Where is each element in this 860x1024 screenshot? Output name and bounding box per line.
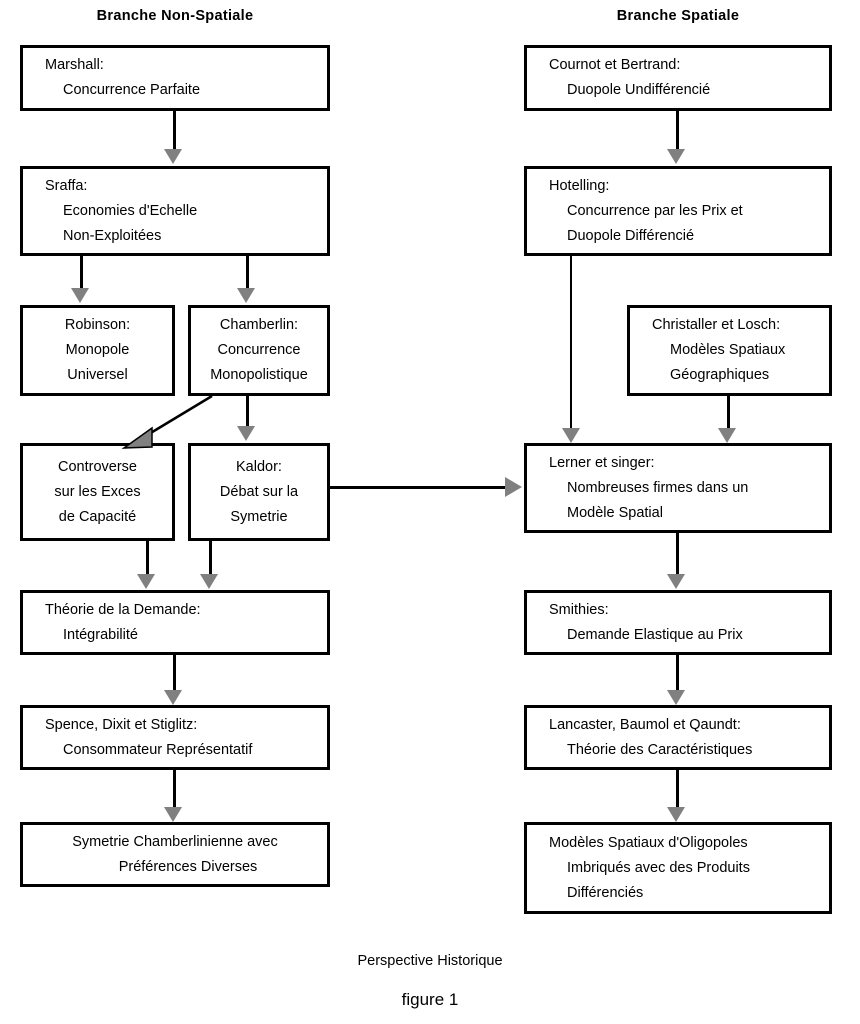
- node-modeles-spatiaux-line1: Modèles Spatiaux d'Oligopoles: [549, 834, 748, 851]
- node-kaldor[interactable]: Kaldor: Débat sur la Symetrie: [188, 443, 330, 541]
- node-controverse-line2: sur les Exces: [54, 483, 141, 500]
- arrow-hotelling-to-lerner: [562, 428, 580, 443]
- caption-figure-number: figure 1: [401, 990, 459, 1009]
- arrow-theorie-to-spence: [164, 690, 182, 705]
- arrow-kaldor-to-lerner: [505, 477, 522, 497]
- node-controverse-line1: Controverse: [58, 458, 137, 475]
- connector-lancaster-to-modeles-line: [676, 770, 679, 807]
- arrow-lerner-to-smithies: [667, 574, 685, 589]
- connector-christaller-to-lerner-line: [727, 396, 730, 428]
- node-modeles-spatiaux-oligopoles[interactable]: Modèles Spatiaux d'Oligopoles Imbriqués …: [524, 822, 832, 914]
- arrow-lancaster-to-modeles: [667, 807, 685, 822]
- node-hotelling-line2: Concurrence par les Prix et: [567, 202, 743, 219]
- connector-kaldor-to-lerner-line: [330, 486, 508, 489]
- node-lancaster-baumol-qaundt[interactable]: Lancaster, Baumol et Qaundt: Théorie des…: [524, 705, 832, 770]
- node-christaller-losch[interactable]: Christaller et Losch: Modèles Spatiaux G…: [627, 305, 832, 396]
- connector-sraffa-to-robinson-line: [80, 256, 83, 288]
- node-hotelling-line3: Duopole Différencié: [567, 227, 695, 244]
- node-robinson-line1: Robinson:: [64, 317, 131, 333]
- node-hotelling[interactable]: Hotelling: Concurrence par les Prix et D…: [524, 166, 832, 256]
- node-chamberlin-line2: Concurrence: [217, 342, 301, 358]
- node-controverse-line3: de Capacité: [58, 508, 137, 525]
- node-marshall-line1: Marshall:: [45, 57, 104, 73]
- connector-kaldor-to-theorie-line: [209, 541, 212, 574]
- arrow-chamberlin-to-kaldor: [237, 426, 255, 441]
- node-smithies-line2: Demande Elastique au Prix: [567, 626, 743, 643]
- node-lerner-line3: Modèle Spatial: [567, 504, 663, 521]
- node-christaller-line1: Christaller et Losch:: [652, 317, 781, 333]
- branch-title-spatiale: Branche Spatiale: [616, 8, 740, 24]
- arrow-smithies-to-lancaster: [667, 690, 685, 705]
- arrow-kaldor-to-theorie: [200, 574, 218, 589]
- node-smithies[interactable]: Smithies: Demande Elastique au Prix: [524, 590, 832, 655]
- node-controverse[interactable]: Controverse sur les Exces de Capacité: [20, 443, 175, 541]
- connector-theorie-to-spence-line: [173, 655, 176, 690]
- arrow-controverse-to-theorie: [137, 574, 155, 589]
- node-symetrie-chamberlinienne[interactable]: Symetrie Chamberlinienne avec Préférence…: [20, 822, 330, 887]
- node-robinson[interactable]: Robinson: Monopole Universel: [20, 305, 175, 396]
- node-theorie-demande[interactable]: Théorie de la Demande: Intégrabilité: [20, 590, 330, 655]
- connector-smithies-to-lancaster-line: [676, 655, 679, 690]
- node-lerner-line1: Lerner et singer:: [549, 454, 655, 471]
- node-lerner-line2: Nombreuses firmes dans un: [567, 479, 749, 496]
- arrow-sraffa-to-chamberlin: [237, 288, 255, 303]
- node-marshall[interactable]: Marshall: Concurrence Parfaite: [20, 45, 330, 111]
- node-modeles-spatiaux-line3: Différenciés: [567, 884, 644, 901]
- node-cournot-line1: Cournot et Bertrand:: [549, 57, 681, 73]
- node-sraffa-line1: Sraffa:: [45, 177, 88, 194]
- node-chamberlin-line3: Monopolistique: [210, 367, 308, 383]
- node-robinson-line3: Universel: [67, 367, 128, 383]
- node-lancaster-line2: Théorie des Caractéristiques: [567, 741, 753, 758]
- node-chamberlin-line1: Chamberlin:: [219, 317, 299, 333]
- node-lancaster-line1: Lancaster, Baumol et Qaundt:: [549, 716, 741, 733]
- node-kaldor-line3: Symetrie: [230, 508, 288, 525]
- node-symetrie-chamberlinienne-line1: Symetrie Chamberlinienne avec: [72, 833, 278, 850]
- node-chamberlin[interactable]: Chamberlin: Concurrence Monopolistique: [188, 305, 330, 396]
- node-symetrie-chamberlinienne-line2: Préférences Diverses: [118, 858, 258, 875]
- connector-cournot-to-hotelling-line: [676, 111, 679, 149]
- node-christaller-line3: Géographiques: [670, 367, 770, 383]
- arrow-spence-to-symetrie: [164, 807, 182, 822]
- arrow-christaller-to-lerner: [718, 428, 736, 443]
- connector-hotelling-to-lerner-line: [570, 256, 572, 428]
- node-kaldor-line2: Débat sur la: [219, 483, 299, 500]
- node-modeles-spatiaux-line2: Imbriqués avec des Produits: [567, 859, 750, 876]
- node-spence-line1: Spence, Dixit et Stiglitz:: [45, 716, 198, 733]
- node-robinson-line2: Monopole: [65, 342, 130, 358]
- connector-marshall-to-sraffa-line: [173, 111, 176, 149]
- node-spence-line2: Consommateur Représentatif: [63, 741, 253, 758]
- node-christaller-line2: Modèles Spatiaux: [670, 342, 786, 358]
- node-theorie-demande-line1: Théorie de la Demande:: [45, 601, 201, 618]
- connector-sraffa-to-chamberlin-line: [246, 256, 249, 288]
- node-sraffa[interactable]: Sraffa: Economies d'Echelle Non-Exploité…: [20, 166, 330, 256]
- node-spence-dixit-stiglitz[interactable]: Spence, Dixit et Stiglitz: Consommateur …: [20, 705, 330, 770]
- connector-controverse-to-theorie-line: [146, 541, 149, 574]
- node-sraffa-line2: Economies d'Echelle: [63, 202, 198, 219]
- branch-title-non-spatiale: Branche Non-Spatiale: [96, 8, 254, 24]
- connector-spence-to-symetrie-line: [173, 770, 176, 807]
- node-lerner-singer[interactable]: Lerner et singer: Nombreuses firmes dans…: [524, 443, 832, 533]
- caption-subtitle: Perspective Historique: [357, 953, 503, 969]
- node-smithies-line1: Smithies:: [549, 601, 609, 618]
- connector-lerner-to-smithies-line: [676, 533, 679, 574]
- node-kaldor-line1: Kaldor:: [236, 458, 282, 475]
- arrow-cournot-to-hotelling: [667, 149, 685, 164]
- node-hotelling-line1: Hotelling:: [549, 177, 610, 194]
- node-cournot-line2: Duopole Undifférencié: [567, 82, 711, 98]
- node-theorie-demande-line2: Intégrabilité: [63, 626, 138, 643]
- arrow-sraffa-to-robinson: [71, 288, 89, 303]
- node-cournot-bertrand[interactable]: Cournot et Bertrand: Duopole Undifférenc…: [524, 45, 832, 111]
- node-marshall-line2: Concurrence Parfaite: [63, 82, 201, 98]
- connector-chamberlin-to-kaldor-line: [246, 396, 249, 426]
- arrow-marshall-to-sraffa: [164, 149, 182, 164]
- node-sraffa-line3: Non-Exploitées: [63, 227, 162, 244]
